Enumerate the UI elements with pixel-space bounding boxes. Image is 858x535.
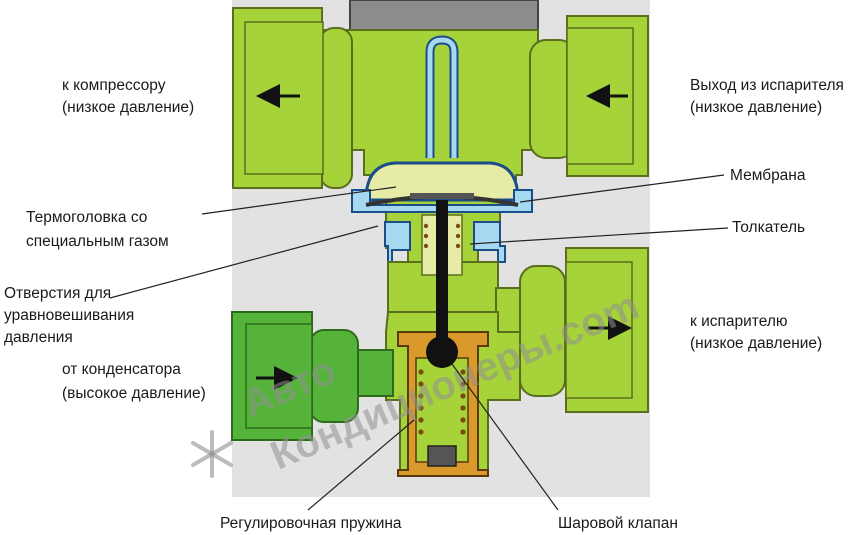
label-to-compressor: к компрессору (низкое давление) [62,77,194,116]
svg-text:(низкое давление): (низкое давление) [690,335,822,352]
left-inlet-neck [354,349,394,397]
leader-membrane [519,174,725,203]
svg-text:(низкое давление): (низкое давление) [690,99,822,116]
label-membrane: Мембрана [730,167,806,184]
spring-plug [427,445,457,467]
label-ball-valve: Шаровой клапан [558,515,678,532]
left-fitting-bore [244,21,324,175]
ball-valve [426,336,458,368]
top-cap [349,0,539,33]
leader-ball [451,363,559,511]
svg-text:(высокое давление): (высокое давление) [62,385,206,402]
pusher-spring [423,223,461,249]
svg-text:к испарителю: к испарителю [690,313,788,330]
label-thermohead: Термоголовка со специальным газом [26,209,169,250]
svg-text:уравновешивания: уравновешивания [4,307,134,324]
capillary-tube-inner [427,37,457,158]
svg-text:к компрессору: к компрессору [62,77,166,94]
svg-text:Термоголовка со: Термоголовка со [26,209,147,226]
label-adjusting-spring: Регулировочная пружина [220,515,402,532]
leader-thermohead [201,186,397,215]
svg-text:специальным газом: специальным газом [26,233,169,250]
svg-text:(низкое давление): (низкое давление) [62,99,194,116]
leader-lines [109,174,729,511]
membrane-plate [410,193,474,199]
svg-text:давления: давления [4,329,73,346]
spring-cage-inner [415,357,469,463]
svg-text:Выход из испарителя: Выход из испарителя [690,77,844,94]
label-pusher: Толкатель [732,219,805,236]
pusher-rod [436,200,448,350]
svg-text:Отверстия для: Отверстия для [4,285,111,302]
label-from-evaporator: Выход из испарителя (низкое давление) [690,77,844,116]
leader-pusher [469,227,729,245]
snowflake-icon [191,430,233,478]
label-to-evaporator: к испарителю (низкое давление) [690,313,822,352]
left-fitting-hex [319,27,353,189]
label-equalizing-holes: Отверстия для уравновешивания давления [4,285,134,346]
thermohead-chamber [364,161,520,202]
leader-spring [307,419,415,511]
label-from-condenser: от конденсатора (высокое давление) [62,361,206,402]
adjusting-spring [418,369,466,435]
leader-equalizing [109,225,379,299]
svg-text:от конденсатора: от конденсатора [62,361,181,378]
